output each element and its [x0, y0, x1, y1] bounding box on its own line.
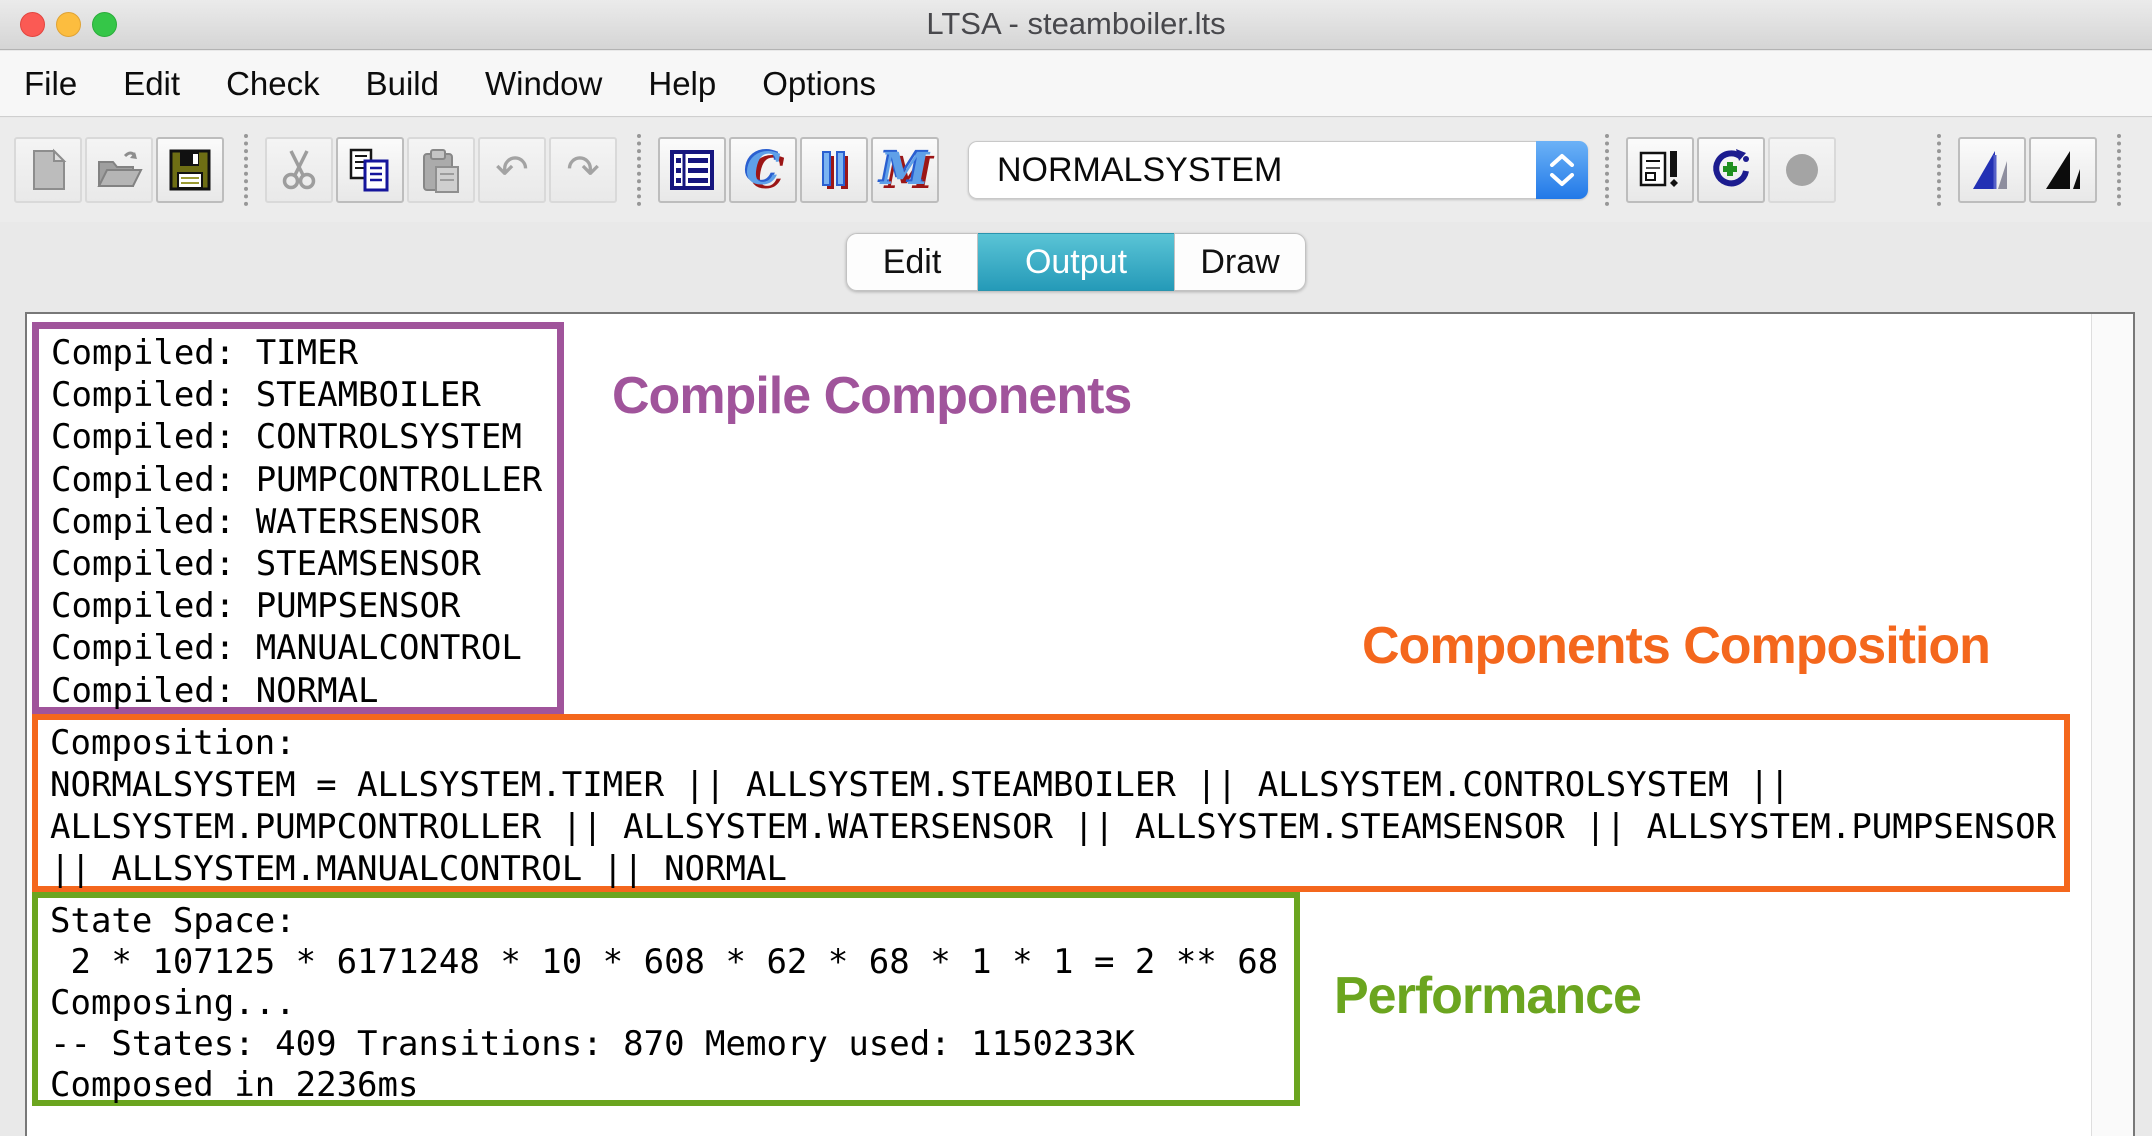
output-scrollbar[interactable] [2091, 314, 2133, 1136]
components-composition-box: Composition: NORMALSYSTEM = ALLSYSTEM.TI… [32, 714, 2070, 892]
menu-window[interactable]: Window [485, 64, 603, 102]
performance-label: Performance [1334, 967, 1642, 1025]
compose-button[interactable] [800, 137, 868, 203]
paste-button[interactable] [407, 137, 475, 203]
save-button[interactable] [156, 137, 224, 203]
menu-check[interactable]: Check [226, 64, 320, 102]
toolbar-separator [244, 134, 248, 206]
output-line: ALLSYSTEM.PUMPCONTROLLER || ALLSYSTEM.WA… [50, 807, 2057, 847]
output-line: Compiled: MANUALCONTROL [51, 628, 522, 669]
open-file-button[interactable] [85, 137, 153, 203]
blue-triangle-icon [1973, 151, 2007, 189]
toolbar-separator [1605, 134, 1609, 206]
window-title: LTSA - steamboiler.lts [926, 6, 1226, 41]
compile-components-label: Compile Components [612, 367, 1132, 425]
blue-triangle-button[interactable] [1958, 137, 2026, 203]
combo-stepper[interactable] [1536, 141, 1588, 199]
performance-box: State Space: 2 * 107125 * 6171248 * 10 *… [32, 892, 1300, 1106]
output-line: Composition: [50, 723, 296, 763]
output-line: Compiled: STEAMBOILER [51, 375, 481, 416]
check-safety-icon [1639, 151, 1678, 187]
copy-button[interactable] [336, 137, 404, 203]
compile-button[interactable]: C [729, 137, 797, 203]
open-folder-icon [97, 151, 143, 187]
new-file-button[interactable] [14, 137, 82, 203]
titlebar: LTSA - steamboiler.lts [0, 0, 2152, 50]
check-progress-button[interactable] [1697, 137, 1765, 203]
menu-file[interactable]: File [24, 64, 78, 102]
stop-button[interactable] [1768, 137, 1836, 203]
components-composition-label: Components Composition [1362, 617, 1991, 675]
tab-draw[interactable]: Draw [1174, 233, 1306, 291]
menu-options[interactable]: Options [762, 64, 876, 102]
redo-icon: ↷ [566, 148, 600, 192]
output-line: Compiled: TIMER [51, 333, 359, 373]
output-line: Composing... [50, 983, 296, 1023]
parse-window-icon [670, 150, 714, 190]
compile-components-box: Compiled: TIMER Compiled: STEAMBOILER Co… [32, 322, 564, 714]
redo-button[interactable]: ↷ [549, 137, 617, 203]
compose-parallel-icon [822, 151, 848, 189]
menu-edit[interactable]: Edit [123, 64, 181, 102]
compile-icon: C [745, 144, 781, 195]
tab-edit[interactable]: Edit [846, 233, 978, 291]
target-process-select[interactable]: NORMALSYSTEM [968, 141, 1588, 199]
toolbar-separator [637, 134, 641, 206]
zoom-window-button[interactable] [92, 12, 117, 37]
menu-build[interactable]: Build [365, 64, 439, 102]
chevron-up-icon [1550, 154, 1574, 167]
output-line: State Space: [50, 901, 296, 941]
output-line: NORMALSYSTEM = ALLSYSTEM.TIMER || ALLSYS… [50, 765, 1790, 805]
minimize-icon: M [880, 144, 930, 195]
copy-icon [349, 148, 389, 192]
output-line: || ALLSYSTEM.MANUALCONTROL || NORMAL [50, 849, 787, 889]
undo-icon: ↶ [495, 148, 529, 192]
output-line: -- States: 409 Transitions: 870 Memory u… [50, 1024, 1135, 1064]
cut-button[interactable] [265, 137, 333, 203]
view-tabs: Edit Output Draw [846, 233, 1306, 291]
undo-button[interactable]: ↶ [478, 137, 546, 203]
target-process-value: NORMALSYSTEM [968, 141, 1536, 199]
black-triangle-button[interactable] [2029, 137, 2097, 203]
toolbar-separator [2117, 134, 2121, 206]
toolbar: ↶ ↷ C [0, 118, 2152, 222]
output-line: Compiled: PUMPCONTROLLER [51, 459, 543, 500]
output-line: Composed in 2236ms [50, 1065, 419, 1105]
parse-button[interactable] [658, 137, 726, 203]
output-line: 2 * 107125 * 6171248 * 10 * 608 * 62 * 6… [50, 942, 1279, 982]
output-line: Compiled: CONTROLSYSTEM [51, 417, 522, 458]
menu-help[interactable]: Help [648, 64, 717, 102]
tab-output[interactable]: Output [978, 233, 1174, 291]
output-line: Compiled: NORMAL [51, 670, 379, 711]
minimize-button[interactable]: M [871, 137, 939, 203]
close-button[interactable] [20, 12, 45, 37]
save-icon [169, 149, 211, 191]
black-triangle-icon [2046, 151, 2080, 189]
output-line: Compiled: STEAMSENSOR [51, 544, 481, 585]
chevron-down-icon [1550, 173, 1574, 186]
check-safety-button[interactable] [1626, 137, 1694, 203]
new-file-icon [33, 148, 67, 190]
paste-clipboard-icon [423, 149, 459, 193]
menubar: File Edit Check Build Window Help Option… [0, 51, 2152, 117]
minimize-window-button[interactable] [56, 12, 81, 37]
output-line: Compiled: WATERSENSOR [51, 501, 481, 542]
toolbar-separator [1937, 134, 1941, 206]
check-progress-icon [1713, 149, 1749, 187]
output-pane: Compiled: TIMER Compiled: STEAMBOILER Co… [25, 312, 2135, 1136]
cut-scissors-icon [282, 150, 316, 190]
stop-circle-icon [1786, 154, 1818, 186]
output-line: Compiled: PUMPSENSOR [51, 586, 461, 627]
